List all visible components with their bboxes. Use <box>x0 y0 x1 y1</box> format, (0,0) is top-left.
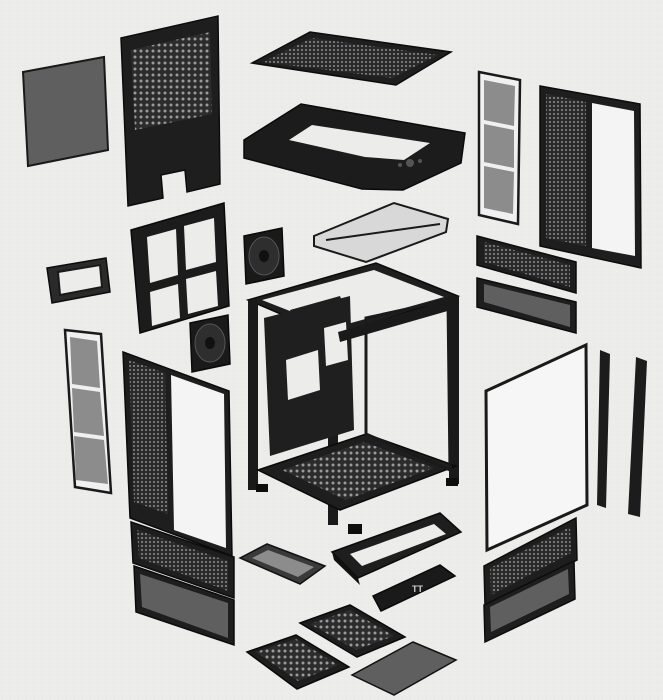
case-fan-lower <box>189 314 231 373</box>
pump-bracket <box>130 202 230 334</box>
front-mesh-strip-upper <box>476 235 577 294</box>
top-mesh-panel <box>249 31 454 86</box>
front-logo-bar: TT <box>371 564 457 612</box>
brand-logo: TT <box>412 584 423 594</box>
rear-mesh-panel <box>120 15 221 207</box>
front-filter-strip-upper <box>476 277 577 334</box>
psu-bracket <box>313 201 450 264</box>
top-frame-bracket <box>243 103 466 191</box>
main-chassis <box>245 262 461 534</box>
case-fan-upper <box>243 227 285 285</box>
front-filter-strip-left <box>133 564 235 647</box>
vertical-rail-left <box>597 350 610 508</box>
left-side-panel <box>122 350 233 558</box>
right-side-panel <box>539 85 642 269</box>
right-glass-panel <box>484 342 589 553</box>
bottom-dust-filter <box>350 641 458 696</box>
psu-shroud-cover <box>330 512 463 585</box>
side-dust-filter-right-upper <box>477 70 522 226</box>
side-dust-filter-left <box>21 55 110 168</box>
bottom-mesh-panel-left <box>245 634 351 690</box>
bottom-mesh-panel-center <box>298 604 407 658</box>
drive-cage-small <box>46 257 111 304</box>
vertical-rail-right <box>628 357 647 517</box>
front-mesh-strip-right <box>483 516 578 607</box>
front-mesh-strip-left <box>130 520 235 600</box>
psu-dust-filter <box>238 543 327 585</box>
side-dust-filter-left-lower <box>63 328 113 495</box>
front-filter-strip-right <box>483 559 576 644</box>
